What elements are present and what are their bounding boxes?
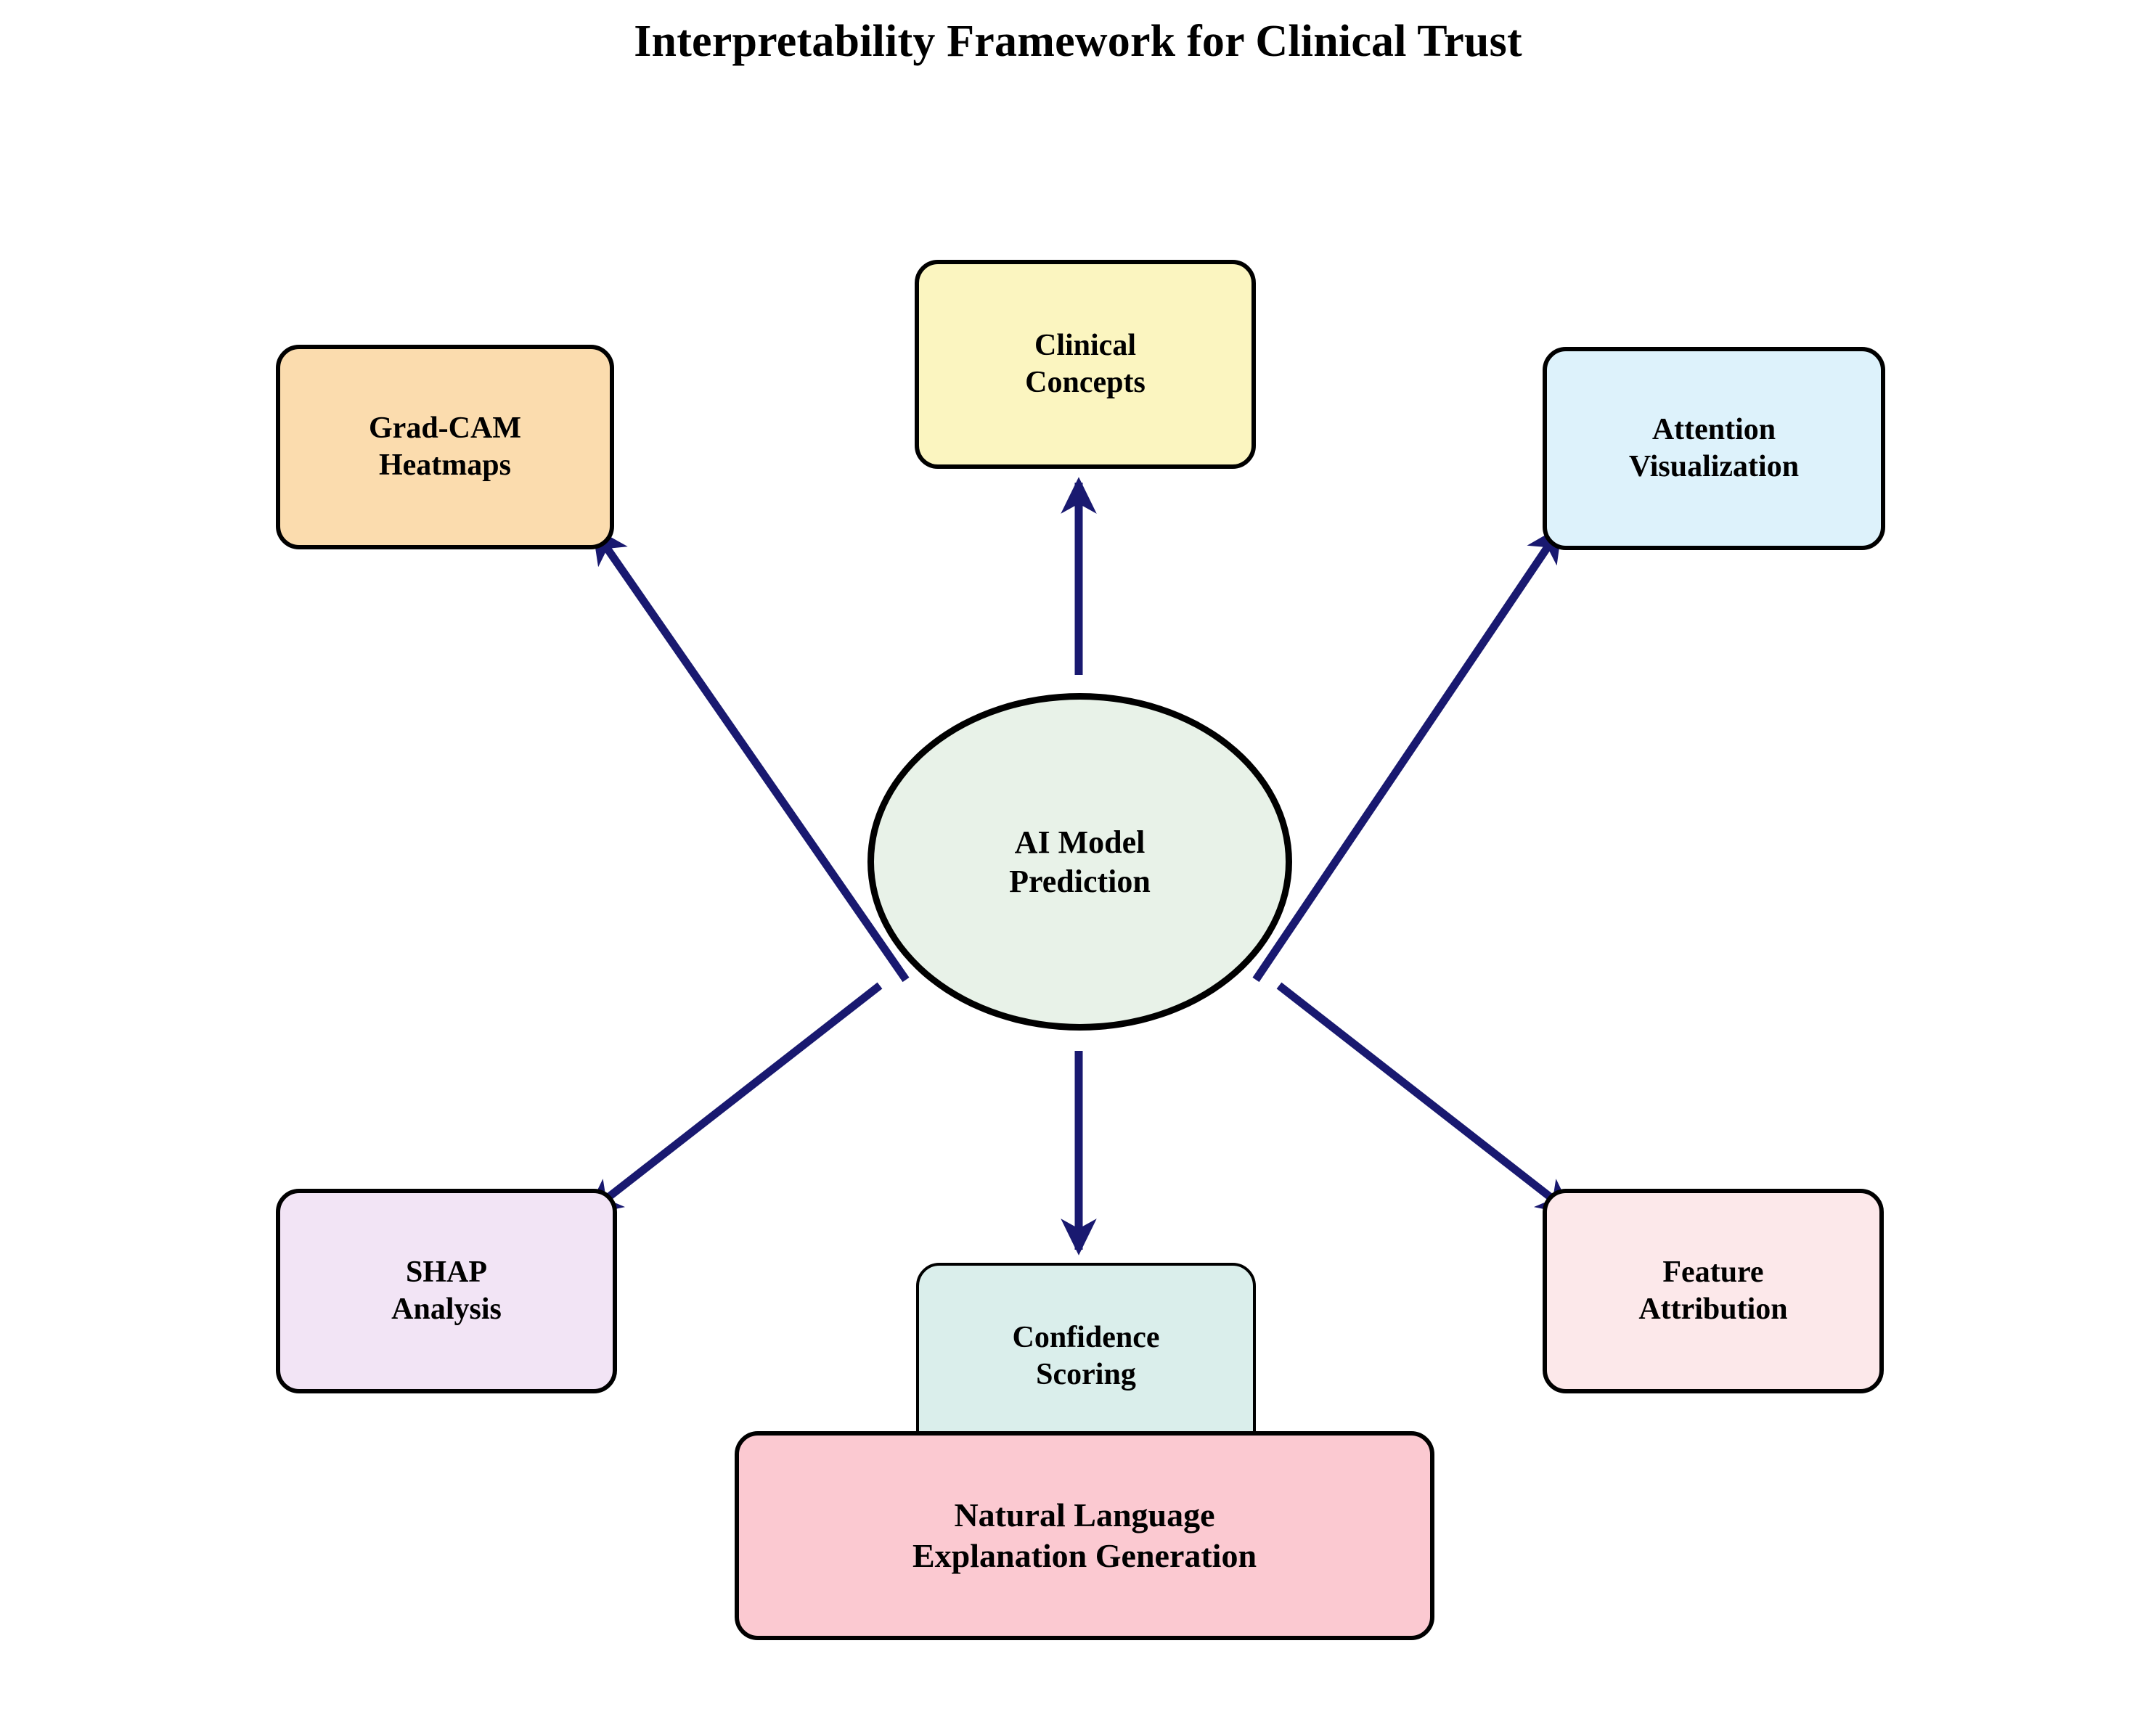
node-label-natural-language-explanation-generation: Natural Language Explanation Generation: [912, 1496, 1257, 1574]
node-shap-analysis[interactable]: SHAP Analysis: [276, 1189, 617, 1393]
node-ai-model-prediction[interactable]: AI Model Prediction: [867, 693, 1292, 1031]
node-label-confidence-scoring: Confidence Scoring: [1012, 1321, 1160, 1392]
edge-to-grad-cam-heatmaps: [592, 526, 910, 983]
node-natural-language-explanation-generation[interactable]: Natural Language Explanation Generation: [735, 1431, 1434, 1640]
node-label-attention-visualization: Attention Visualization: [1628, 412, 1800, 483]
page-title: Interpretability Framework for Clinical …: [634, 17, 1522, 66]
node-label-clinical-concepts: Clinical Concepts: [1025, 328, 1146, 399]
node-clinical-concepts[interactable]: Clinical Concepts: [915, 260, 1256, 469]
node-label-grad-cam-heatmaps: Grad-CAM Heatmaps: [369, 411, 521, 482]
node-grad-cam-heatmaps[interactable]: Grad-CAM Heatmaps: [276, 345, 614, 549]
node-label-shap-analysis: SHAP Analysis: [391, 1255, 502, 1326]
node-attention-visualization[interactable]: Attention Visualization: [1543, 347, 1885, 550]
node-feature-attribution[interactable]: Feature Attribution: [1543, 1189, 1884, 1393]
node-confidence-scoring[interactable]: Confidence Scoring: [916, 1263, 1256, 1457]
node-label-feature-attribution: Feature Attribution: [1638, 1255, 1788, 1326]
edge-to-attention-visualization: [1252, 525, 1563, 983]
node-label-ai-model-prediction: AI Model Prediction: [1009, 824, 1151, 899]
edge-to-shap-analysis: [584, 982, 883, 1216]
edge-to-feature-attribution: [1276, 982, 1575, 1216]
